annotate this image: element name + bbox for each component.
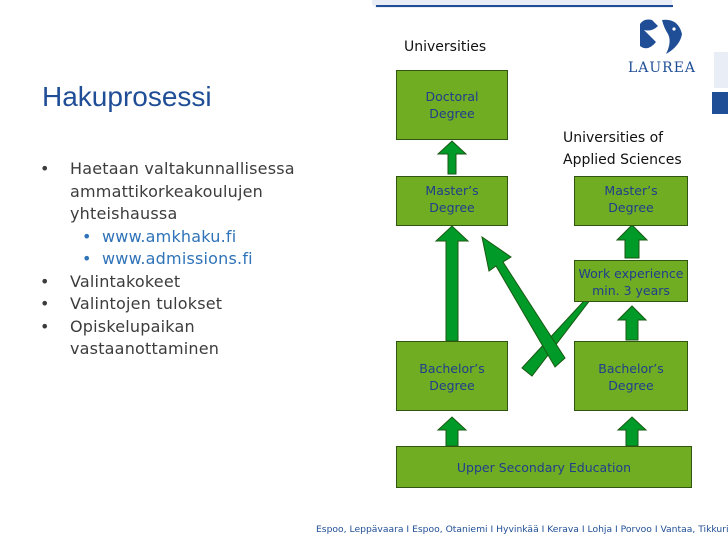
arrow-up-icon [436, 416, 468, 447]
laurea-logo-text: LAUREA [627, 60, 697, 76]
arrow-up-icon [434, 225, 470, 342]
top-decoration-band [372, 0, 672, 8]
bullet-item: • Haetaan valtakunnallisessa ammattikorke… [30, 158, 330, 226]
side-decoration [714, 52, 728, 88]
slide-title: Hakuprosessi [42, 81, 212, 112]
laurea-logo-icon [640, 19, 682, 54]
footer-locations: Espoo, Leppävaara I Espoo, Otaniemi I Hy… [316, 524, 728, 535]
bullet-text: Valintojen tulokset [70, 294, 223, 313]
work-experience-box: Work experience min. 3 years [574, 260, 688, 302]
sub-bullet-item: • www.amkhaku.fi [30, 226, 330, 249]
arrow-diagonal-icon [481, 235, 566, 368]
bullet-list: • Haetaan valtakunnallisessa ammattikorke… [30, 158, 330, 361]
sub-bullet-item: • www.admissions.fi [30, 248, 330, 271]
box-label: Degree [429, 200, 475, 215]
bullet-item: • Opiskelupaikan vastaanottaminen [30, 316, 330, 361]
arrow-up-icon [616, 305, 648, 341]
uas-header: Universities of Applied Sciences [563, 127, 682, 171]
box-label: min. 3 years [592, 283, 670, 298]
bullet-dot-icon: • [40, 159, 50, 178]
bullet-dot-icon: • [82, 249, 92, 268]
bullet-item: • Valintakokeet [30, 271, 330, 294]
bullet-item: • Valintojen tulokset [30, 293, 330, 316]
box-label: Bachelor’s [598, 361, 664, 376]
box-label: Degree [608, 378, 654, 393]
bullet-text: Haetaan valtakunnallisessa ammattikorkea… [70, 159, 295, 223]
box-label: Degree [429, 106, 475, 121]
uas-header-line: Universities of [563, 130, 664, 146]
bullet-dot-icon: • [82, 226, 92, 246]
box-label: Degree [608, 200, 654, 215]
box-label: Work experience [578, 266, 684, 281]
box-label: Master’s [425, 183, 479, 198]
arrow-up-icon [436, 140, 468, 175]
bullet-text: Valintakokeet [70, 271, 181, 291]
side-tab-marker [712, 92, 728, 114]
box-label: Master’s [604, 183, 658, 198]
box-label: Doctoral [425, 89, 479, 104]
admissions-link[interactable]: www.admissions.fi [102, 249, 253, 268]
universities-header: Universities [404, 39, 487, 55]
arrow-up-icon [616, 416, 648, 447]
bullet-dot-icon: • [40, 271, 50, 291]
arrow-up-icon [615, 224, 649, 259]
uas-header-line: Applied Sciences [563, 152, 682, 168]
box-label: Degree [429, 378, 475, 393]
bullet-dot-icon: • [40, 294, 50, 313]
box-label: Upper Secondary Education [456, 459, 632, 475]
box-label: Bachelor’s [419, 361, 485, 376]
upper-secondary-box: Upper Secondary Education [396, 446, 692, 488]
bullet-dot-icon: • [40, 316, 50, 336]
amkhaku-link[interactable]: www.amkhaku.fi [102, 226, 237, 246]
bullet-text: Opiskelupaikan vastaanottaminen [70, 316, 220, 359]
top-decoration-line [376, 5, 673, 7]
